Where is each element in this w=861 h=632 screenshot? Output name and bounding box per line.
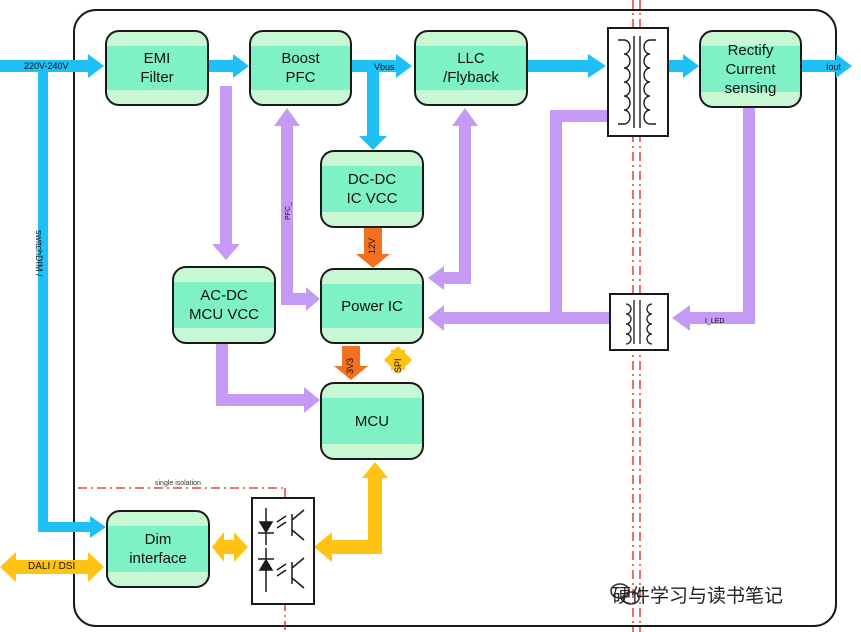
isolation-label: single isolation — [155, 480, 201, 487]
wechat-icon — [610, 583, 640, 605]
boost-pfc-block: Boost PFC — [249, 30, 352, 106]
llc-flyback-label: LLC /Flyback — [443, 50, 499, 86]
dim-interface-block: Dim interface — [106, 510, 210, 588]
mcu-label: MCU — [354, 412, 390, 430]
spi-label: SPI — [393, 358, 403, 373]
rectify-block: Rectify Current sensing — [699, 30, 802, 108]
watermark-text: 硬件学习与读书笔记 — [612, 586, 784, 607]
iout-label: Iout — [826, 62, 842, 72]
power-path-arrows — [0, 54, 852, 538]
control-path-arrows — [212, 86, 755, 413]
vbus-label: Vbus — [374, 62, 395, 72]
acdc-block: AC-DC MCU VCC — [172, 266, 276, 344]
v12-label: 12V — [367, 237, 377, 254]
power-ic-block: Power IC — [320, 268, 424, 344]
dim-interface-label: Dim interface — [129, 531, 187, 567]
boost-pfc-label: Boost PFC — [281, 50, 320, 86]
pfc-label: PFC_ — [285, 202, 292, 220]
dcdc-label: DC-DC IC VCC — [346, 171, 398, 207]
system-enclosure — [73, 9, 837, 627]
data-arrows — [0, 346, 412, 582]
dali-label: DALI / DSI — [28, 561, 76, 572]
rectify-label: Rectify Current sensing — [724, 41, 777, 97]
llc-flyback-block: LLC /Flyback — [414, 30, 528, 106]
emi-filter-label: EMI Filter — [140, 50, 174, 86]
dcdc-block: DC-DC IC VCC — [320, 150, 424, 228]
main-transformer — [607, 27, 669, 137]
i-led-label: I_LED — [705, 318, 725, 325]
supply-arrows — [334, 228, 390, 380]
optocoupler — [251, 497, 315, 605]
current-transformer — [609, 293, 669, 351]
emi-filter-block: EMI Filter — [105, 30, 209, 106]
power-ic-label: Power IC — [341, 297, 403, 315]
v3v3-label: 3V3 — [345, 357, 355, 374]
mcu-block: MCU — [320, 382, 424, 460]
switchdim-label: switchDIM / — [34, 230, 44, 277]
input-voltage-label: 220V-240V — [24, 61, 69, 71]
acdc-label: AC-DC MCU VCC — [189, 287, 259, 323]
